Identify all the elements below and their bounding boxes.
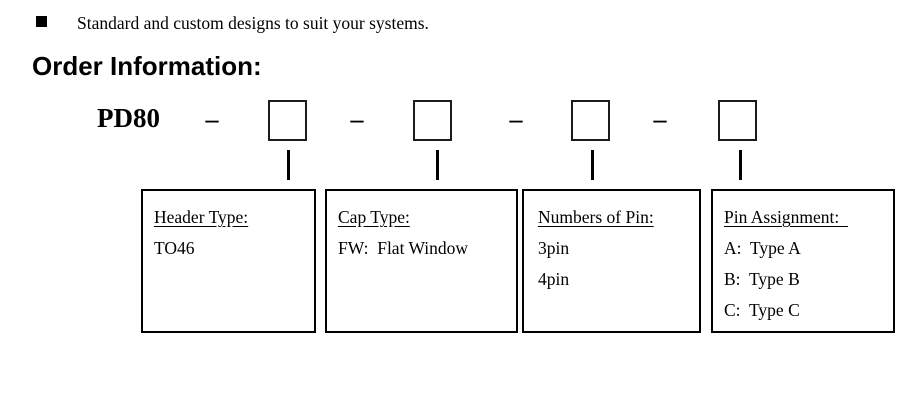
legend-box-header-type: Header Type: TO46 xyxy=(141,189,316,333)
separator-dash-4: – xyxy=(653,105,667,134)
legend-title: Header Type: xyxy=(154,207,249,227)
connector-line-1 xyxy=(287,150,290,180)
connector-line-4 xyxy=(739,150,742,180)
legend-line: A: Type A xyxy=(724,238,801,258)
part-number-prefix: PD80 xyxy=(97,103,160,133)
separator-dash-3: – xyxy=(509,105,523,134)
legend-line: 3pin xyxy=(538,238,570,258)
code-placeholder-box-4 xyxy=(718,100,757,141)
bullet-square-icon xyxy=(36,16,47,27)
legend-title: Numbers of Pin: xyxy=(538,207,654,227)
connector-line-2 xyxy=(436,150,439,180)
legend-title: Pin Assignment: xyxy=(724,207,848,227)
legend-box-cap-type: Cap Type: FW: Flat Window xyxy=(325,189,518,333)
legend-line: FW: Flat Window xyxy=(338,238,469,258)
legend-line: B: Type B xyxy=(724,269,800,289)
legend-box-numbers-of-pin: Numbers of Pin: 3pin 4pin xyxy=(522,189,701,333)
legend-title: Cap Type: xyxy=(338,207,410,227)
legend-line: TO46 xyxy=(154,238,195,258)
separator-dash-2: – xyxy=(350,105,364,134)
code-placeholder-box-1 xyxy=(268,100,307,141)
legend-line: 4pin xyxy=(538,269,570,289)
bullet-text: Standard and custom designs to suit your… xyxy=(77,13,429,33)
legend-box-pin-assignment: Pin Assignment: A: Type A B: Type B C: T… xyxy=(711,189,895,333)
connector-line-3 xyxy=(591,150,594,180)
code-placeholder-box-2 xyxy=(413,100,452,141)
code-placeholder-box-3 xyxy=(571,100,610,141)
separator-dash-1: – xyxy=(205,105,219,134)
section-title: Order Information: xyxy=(32,51,262,81)
legend-line: C: Type C xyxy=(724,300,800,320)
